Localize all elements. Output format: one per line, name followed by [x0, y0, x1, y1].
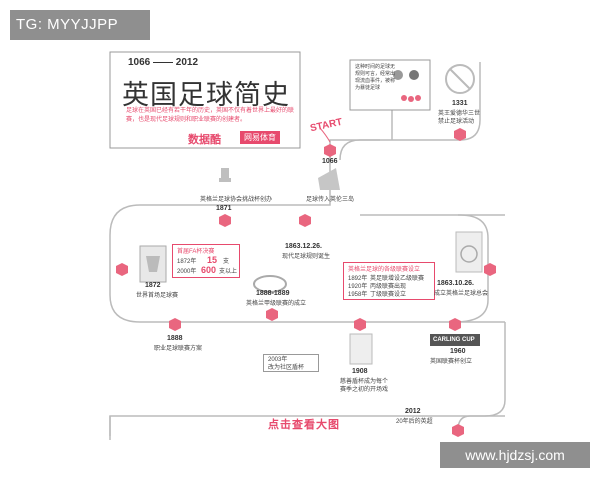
- ship-icon: [318, 168, 340, 190]
- fa-cup-row-year: 2000年: [177, 269, 197, 275]
- event-1960-text: 英国联赛杯创立: [430, 359, 473, 365]
- marker-1872: [116, 263, 128, 276]
- league-row-text: 英足联增设乙级联赛: [370, 276, 425, 282]
- marker-1888-89: [266, 308, 278, 321]
- event-2012-year: 2012: [405, 408, 421, 415]
- marker-1888: [169, 318, 181, 331]
- event-1331-text: 英王爱德华三世禁止足球活动: [438, 111, 481, 125]
- fa-cup-title: 首届FA杯决赛: [177, 249, 215, 255]
- event-1888-text: 职业足球联赛方案: [154, 346, 203, 352]
- charity-shield-icon: [349, 333, 373, 365]
- event-2012-text: 20年后的英超: [396, 419, 433, 425]
- event-1066-text: 足球传入英伦三岛: [306, 197, 355, 203]
- event-1908-text: 慈善盾杯成为每个赛季之初的开场戏: [340, 379, 389, 393]
- tg-label: TG: MYYJJPP: [10, 10, 150, 40]
- fa-cup-row-unit: 支: [223, 259, 230, 265]
- league-callout: 英格兰足球的各级联赛设立 1892年 英足联增设乙级联赛 1920年 丙级联赛出…: [343, 262, 435, 300]
- league-row-year: 1892年: [348, 276, 368, 282]
- intro-text: 足球在英国已经有若干年的历史，英国不仅有着世界上最好的联赛，也是现代足球规则和职…: [126, 108, 295, 123]
- league-row-text: 丁级联赛设立: [370, 292, 407, 298]
- event-1871-year: 1871: [216, 205, 232, 212]
- fa-cup-callout: 首届FA杯决赛 1872年 15 支 2000年 600 支以上: [172, 244, 240, 278]
- event-1888-89-year: 1888-1889: [256, 290, 290, 297]
- marker-1960: [449, 318, 461, 331]
- event-markers: [116, 128, 496, 437]
- event-1863-12-text: 现代足球规则诞生: [282, 254, 331, 260]
- marker-1871: [219, 214, 231, 227]
- event-1066-year: 1066: [322, 158, 338, 165]
- brand-logo-primary: 数据酷: [188, 134, 221, 146]
- event-1888-89-text: 英格兰甲级联赛的成立: [246, 301, 307, 307]
- stadium-icon: [253, 275, 287, 293]
- trophy-icon: [221, 168, 229, 178]
- event-1863-12-year: 1863.12.26.: [285, 243, 322, 250]
- event-1908-year: 1908: [352, 368, 368, 375]
- league-row-year: 1958年: [348, 292, 368, 298]
- marker-1863-10: [484, 263, 496, 276]
- event-1960-year: 1960: [450, 348, 466, 355]
- header-frame: [109, 51, 301, 149]
- fa-cup-row-value: 600: [201, 265, 217, 275]
- marker-1908: [354, 318, 366, 331]
- event-1888-year: 1888: [167, 335, 183, 342]
- rules-note-frame: [349, 59, 431, 111]
- event-1871-text: 英格兰足球协会挑战杯创办: [200, 197, 273, 203]
- event-1331-year: 1331: [452, 100, 468, 107]
- carling-cup-badge: [430, 334, 480, 346]
- marker-1331: [454, 128, 466, 141]
- event-1872-year: 1872: [145, 282, 161, 289]
- league-title: 英格兰足球的各级联赛设立: [348, 267, 421, 273]
- main-track: [109, 150, 489, 323]
- view-full-image-link[interactable]: 点击查看大图: [268, 419, 340, 431]
- year-range: 1066 —— 2012: [128, 57, 199, 68]
- event-1872-text: 世界首场足球赛: [136, 293, 179, 299]
- page-title: 英国足球简史: [122, 80, 290, 111]
- marker-2012: [452, 424, 464, 437]
- league-row-year: 1920年: [348, 284, 368, 290]
- watermark: www.hjdzsj.com: [440, 442, 590, 468]
- england-crest-icon: [455, 231, 483, 273]
- rules-note: 这种时间的足球无规则可言，经常出现流血事件，被称为暴徒足球: [355, 64, 396, 91]
- event-1863-10-text: 成立英格兰足球总会: [434, 291, 489, 297]
- event-1863-10-year: 1863.10.26.: [437, 280, 474, 287]
- league-row-text: 丙级联赛出现: [370, 284, 407, 290]
- fa-cup-row-unit: 支以上: [219, 269, 238, 275]
- event-2003-text: 改为社区盾杯: [268, 365, 305, 371]
- marker-1066: [324, 144, 336, 157]
- marker-1863-12: [299, 214, 311, 227]
- event-2003-year: 2003年: [268, 357, 288, 363]
- event-2003-callout: 2003年 改为社区盾杯: [263, 354, 319, 372]
- fa-cup-row-year: 1872年: [177, 259, 197, 265]
- carling-cup-label: CARLING CUP: [433, 337, 475, 343]
- brand-logo-secondary: 网易体育: [240, 131, 280, 144]
- fa-cup-row-value: 15: [207, 255, 218, 265]
